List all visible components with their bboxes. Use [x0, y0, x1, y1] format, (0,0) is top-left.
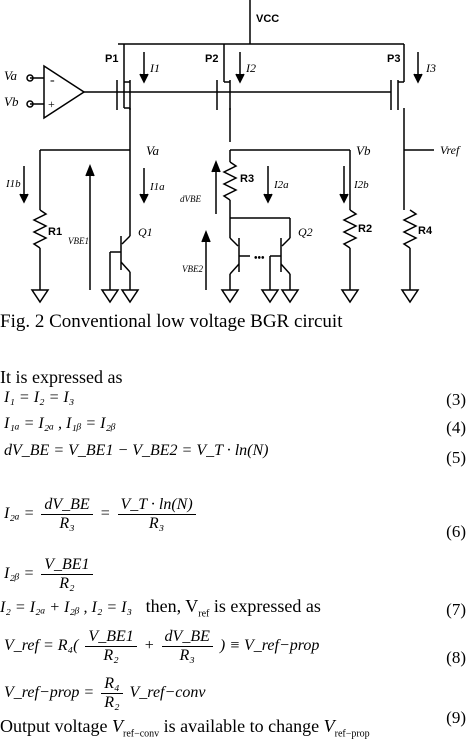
- vcc-label: VCC: [256, 13, 279, 25]
- i3-label: I3: [425, 61, 436, 75]
- ellipsis: •••: [254, 253, 265, 264]
- equation-3: I₁ = I₂ = I₃: [4, 389, 75, 406]
- opamp-input-va: Va: [4, 68, 18, 83]
- p1-label: P1: [105, 53, 118, 65]
- i2b-label: I2b: [353, 179, 369, 191]
- equation-5: dV_BE = V_BE1 − V_BE2 = V_T · ln(N): [4, 442, 269, 459]
- bgr-circuit-diagram: VCC P1 I1 P2 I2: [4, 0, 461, 304]
- equation-6-number: (6): [446, 522, 466, 541]
- opamp-plus: +: [48, 97, 55, 111]
- equation-5-number: (5): [446, 448, 466, 467]
- intro-text: It is expressed as: [0, 367, 123, 387]
- q1-label: Q1: [138, 225, 153, 239]
- i2a-label: I2a: [273, 179, 289, 191]
- pmos-p1: P1 I1: [105, 44, 160, 142]
- vb-node-label: Vb: [356, 143, 371, 158]
- equation-4: I₁ₐ = I₂ₐ , I₁ᵦ = I₂ᵦ: [4, 415, 116, 432]
- output-voltage-text: Output voltage Vref−conv is available to…: [0, 716, 370, 739]
- va-node-label: Va: [146, 143, 160, 158]
- r2-label: R2: [358, 223, 372, 235]
- bjt-q1: Q1: [100, 225, 153, 304]
- r1-resistor: [32, 209, 48, 249]
- equation-7-number: (7): [446, 600, 466, 619]
- q2-label: Q2: [298, 225, 313, 239]
- p2-label: P2: [205, 53, 218, 65]
- dvbe-label: dVBE: [180, 194, 201, 204]
- p3-label: P3: [387, 53, 400, 65]
- equation-3-number: (3): [446, 390, 466, 409]
- r1-label: R1: [48, 226, 62, 238]
- i1-label: I1: [149, 61, 160, 75]
- i1a-label: I1a: [149, 181, 165, 193]
- r3-resistor: [222, 161, 238, 201]
- equation-4-number: (4): [446, 418, 466, 437]
- opamp-input-vb: Vb: [4, 94, 19, 109]
- then-line: I₂ = I₂ₐ + I₂ᵦ , I₂ = I₃ then, Vref is e…: [0, 596, 321, 620]
- i1b-label: I1b: [5, 178, 21, 190]
- current-sum-equation: I₂ = I₂ₐ + I₂ᵦ , I₂ = I₃: [0, 599, 133, 616]
- equation-9-number: (9): [446, 708, 466, 727]
- opamp: - + Va Vb: [4, 64, 86, 120]
- r4-label: R4: [418, 225, 433, 237]
- r3-label: R3: [240, 173, 254, 185]
- bjt-q2-array: ••• Q2: [220, 225, 313, 304]
- r2-resistor: [342, 209, 358, 249]
- ground-r1: [30, 289, 50, 304]
- vref-label: Vref: [440, 143, 461, 157]
- r4-resistor: [402, 209, 418, 249]
- vbe1-label: VBE1: [68, 236, 89, 246]
- pmos-p2: P2 I2: [205, 44, 256, 142]
- opamp-minus: -: [50, 73, 55, 88]
- figure-caption: Fig. 2 Conventional low voltage BGR circ…: [0, 311, 343, 332]
- equation-8-number: (8): [446, 648, 466, 667]
- vbe2-label: VBE2: [182, 264, 203, 274]
- pmos-p3: P3 I3: [387, 44, 436, 142]
- i2-label: I2: [245, 61, 256, 75]
